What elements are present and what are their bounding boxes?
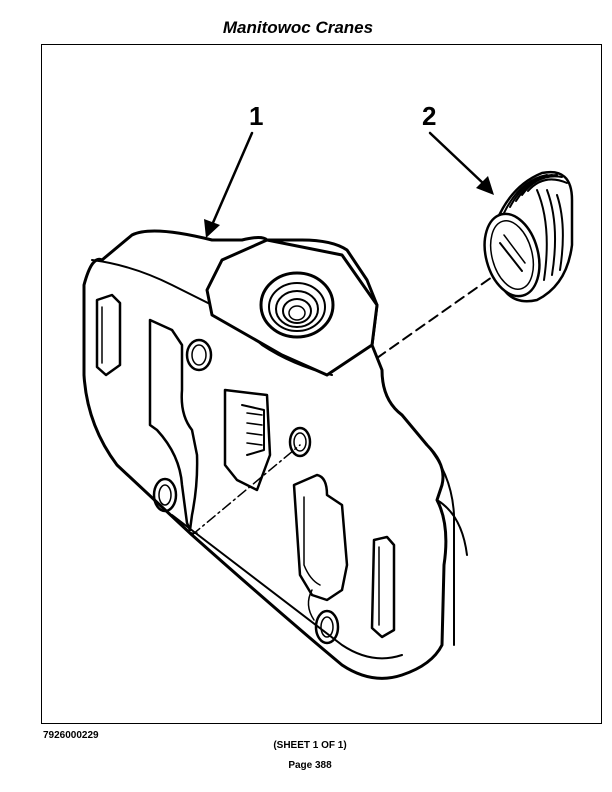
- part-number: 7926000229: [43, 730, 99, 741]
- exploded-view-drawing: 1 2: [82, 101, 574, 680]
- callout-1-arrowhead: [204, 219, 220, 238]
- assembly-line: [376, 269, 503, 359]
- center-line: [191, 444, 301, 536]
- callout-2-arrowhead: [476, 176, 494, 195]
- sheet-label: (SHEET 1 OF 1): [273, 740, 347, 751]
- header-title: Manitowoc Cranes: [222, 18, 374, 37]
- page-label: Page 388: [288, 760, 332, 771]
- callout-1-label: 1: [249, 101, 263, 131]
- callout-2-leader: [428, 131, 487, 187]
- valve-body-plate: [82, 229, 468, 680]
- callout-1-leader: [210, 131, 254, 227]
- threaded-plug: [483, 170, 574, 303]
- figure-frame: 1 2: [41, 44, 602, 724]
- callout-2-label: 2: [422, 101, 436, 131]
